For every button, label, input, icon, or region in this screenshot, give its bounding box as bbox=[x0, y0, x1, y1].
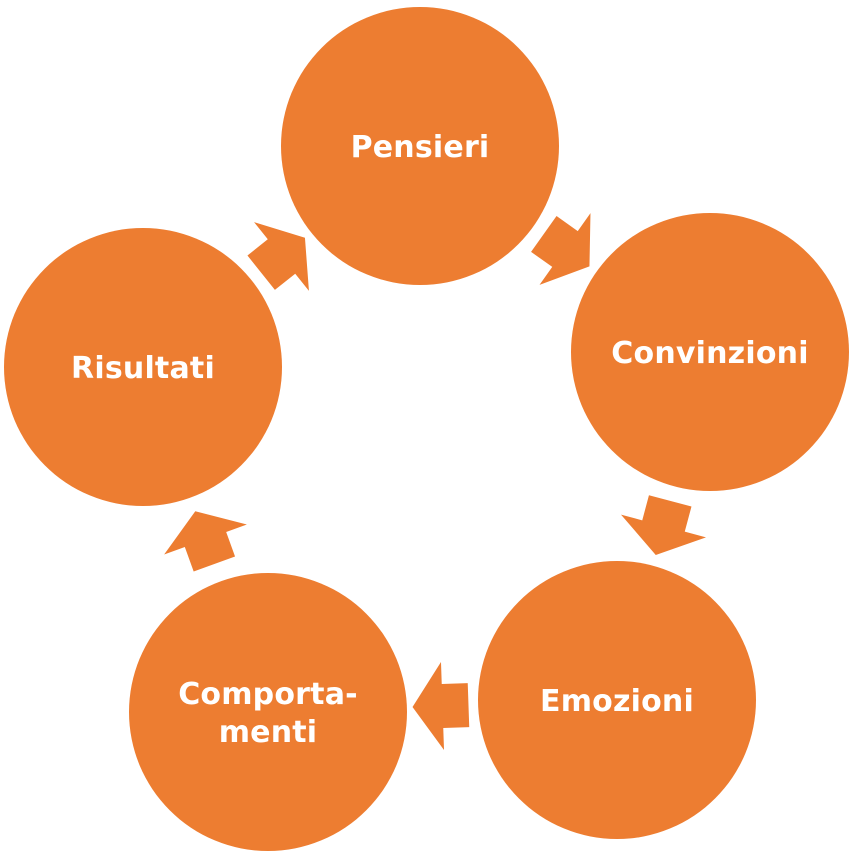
node-label: Convinzioni bbox=[611, 336, 808, 371]
node-label: Risultati bbox=[71, 351, 215, 386]
arrow-risultati-to-pensieri bbox=[247, 222, 309, 291]
arrow-emozioni-to-comportamenti bbox=[412, 662, 470, 750]
node-label: Pensieri bbox=[351, 130, 490, 165]
node-circle bbox=[478, 561, 756, 839]
node-circle bbox=[129, 573, 407, 851]
node-label: Emozioni bbox=[540, 684, 694, 719]
node-comportamenti: Comporta-menti bbox=[129, 573, 407, 851]
node-label: menti bbox=[219, 715, 318, 750]
node-circle bbox=[4, 228, 282, 506]
arrows-layer bbox=[164, 213, 707, 750]
node-circle bbox=[571, 213, 849, 491]
node-label: Comporta- bbox=[178, 677, 358, 712]
node-convinzioni: Convinzioni bbox=[571, 213, 849, 491]
arrow-pensieri-to-convinzioni bbox=[531, 213, 591, 285]
arrow-comportamenti-to-risultati bbox=[164, 511, 247, 572]
arrow-convinzioni-to-emozioni bbox=[620, 495, 707, 555]
node-circle bbox=[281, 7, 559, 285]
node-emozioni: Emozioni bbox=[478, 561, 756, 839]
node-risultati: Risultati bbox=[4, 228, 282, 506]
node-pensieri: Pensieri bbox=[281, 7, 559, 285]
